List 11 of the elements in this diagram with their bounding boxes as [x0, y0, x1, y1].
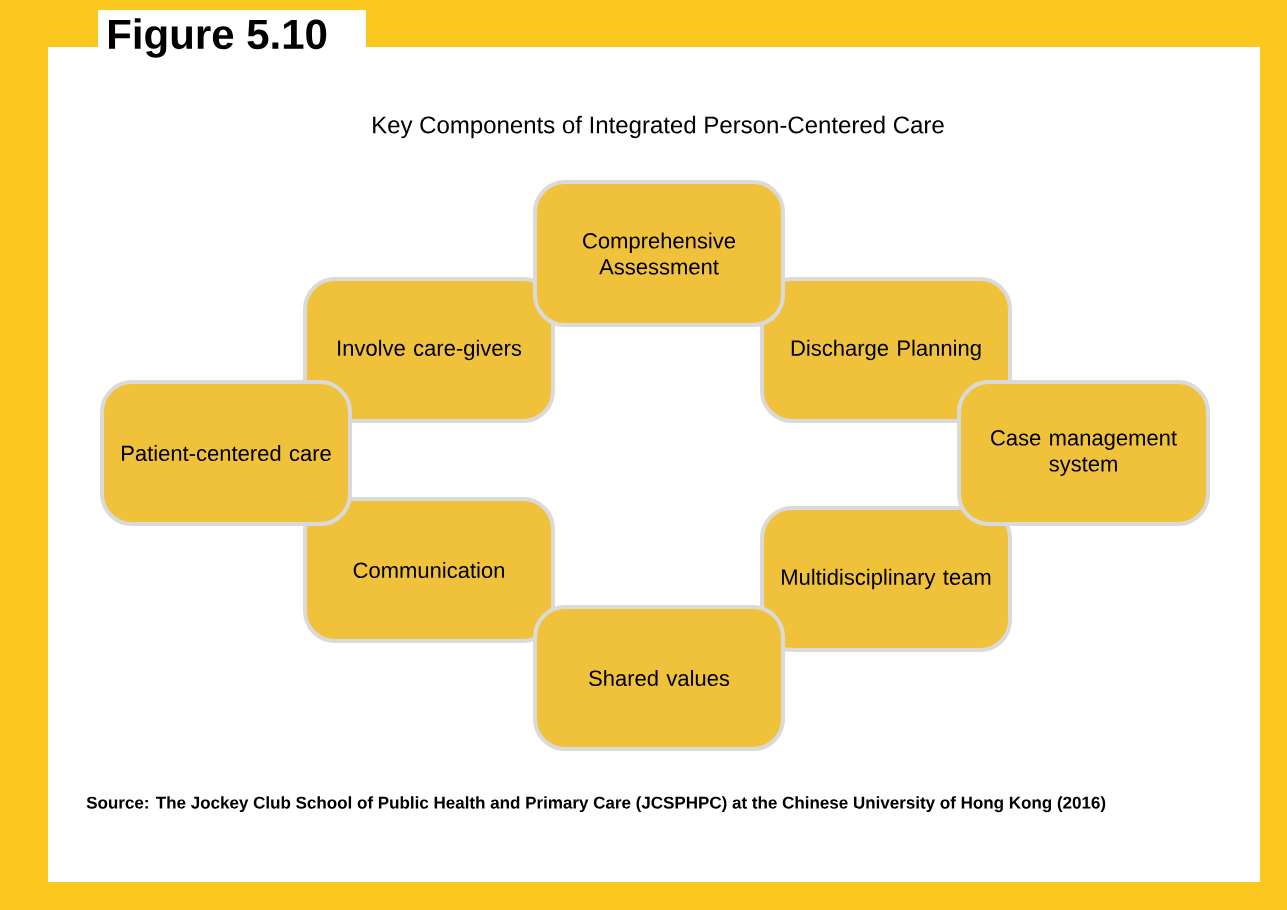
component-box: Comprehensive Assessment [533, 180, 785, 327]
component-box: Communication [303, 497, 555, 643]
component-box: Multidisciplinary team [760, 506, 1012, 652]
component-box: Shared values [533, 605, 785, 751]
component-box: Patient-centered care [100, 380, 352, 526]
diagram-title: Key Components of Integrated Person-Centered Care [373, 115, 944, 139]
component-box: Discharge Planning [760, 277, 1012, 423]
source-note: Source: The Jockey Club School of Public Health and Primary Care (JCSPHPC) at the Chinese University of Hong Kong (2016) [86, 796, 1106, 813]
component-box: Case management system [957, 380, 1210, 526]
component-box: Involve care-givers [303, 277, 555, 423]
figure-label: Figure 5.10 [109, 18, 327, 58]
